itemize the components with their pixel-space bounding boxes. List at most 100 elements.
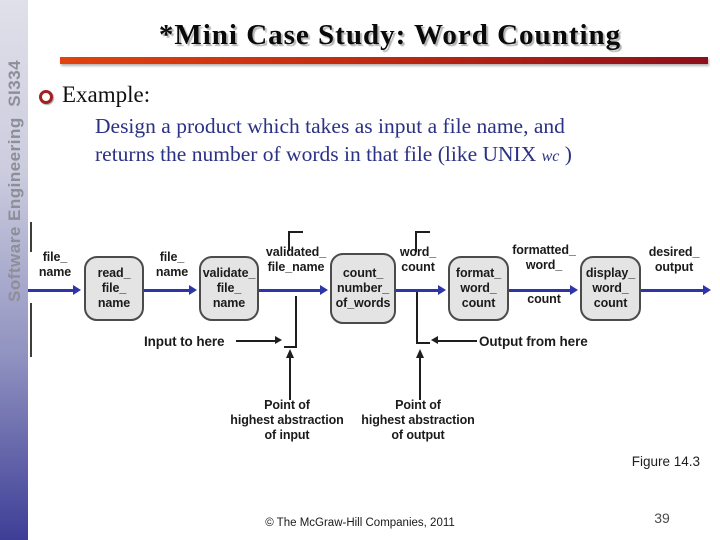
flow-label-validated-file-name: validated_ file_name (256, 245, 336, 275)
caption-text: Point of (264, 398, 310, 412)
flow-arrow-5 (509, 285, 578, 295)
box-text: of_words (335, 296, 391, 310)
label-text: validated_ (265, 245, 327, 259)
box-text: file_ (101, 281, 127, 295)
box-text: name (212, 296, 246, 310)
arrow-shaft (259, 289, 322, 292)
arrowhead-right-icon (189, 285, 197, 295)
box-text: number_ (336, 281, 390, 295)
arrowhead-up-icon (416, 349, 424, 358)
box-text: word_ (460, 281, 497, 295)
flow-arrow-1 (28, 285, 81, 295)
label-text: desired_ (648, 245, 700, 259)
output-pointer-label: Output from here (479, 334, 588, 349)
flow-label-formatted-word-count: formatted_ word_ count (510, 243, 578, 307)
arrow-shaft (144, 289, 191, 292)
label-text: count (527, 292, 561, 306)
arrowhead-right-icon (438, 285, 446, 295)
arrow-shaft (28, 289, 75, 292)
label-text: name (38, 265, 72, 279)
arrowhead-up-icon (286, 349, 294, 358)
course-code-vertical-text: Software Engineering SI334 (5, 59, 24, 302)
figure-crop-mark-top (30, 222, 32, 252)
flow-arrow-6 (641, 285, 711, 295)
flow-label-file-name-2: file_ name (148, 250, 196, 280)
box-text: count_ (342, 266, 384, 280)
arrow-shaft (641, 289, 705, 292)
arrowhead-right-icon (570, 285, 578, 295)
body-line-2: returns the number of words in that file… (95, 140, 670, 171)
label-text: word_ (525, 258, 563, 272)
label-text: file_ (42, 250, 68, 264)
body-line-1: Design a product which takes as input a … (95, 114, 565, 138)
input-abstraction-bracket-top (288, 231, 303, 251)
sidebar: Software Engineering SI334 (0, 0, 28, 540)
arrow-shaft (396, 289, 440, 292)
box-text: word_ (592, 281, 629, 295)
arrow-shaft (437, 339, 477, 342)
output-abstraction-bracket-top (415, 231, 430, 252)
flow-label-file-name-1: file_ name (31, 250, 79, 280)
label-text: name (155, 265, 189, 279)
box-text: validate_ (202, 266, 256, 280)
caption-text: of output (391, 428, 445, 442)
output-abstraction-caption: Point of highest abstraction of output (348, 398, 488, 443)
example-heading: Example: (62, 82, 151, 107)
caption-text: highest abstraction (361, 413, 475, 427)
process-box-format-word-count: format_ word_ count (448, 256, 509, 321)
arrowhead-right-icon (320, 285, 328, 295)
caption-text: Point of (395, 398, 441, 412)
flow-label-desired-output: desired_ output (644, 245, 704, 275)
input-abstraction-up-arrow (285, 349, 295, 400)
page-number: 39 (654, 510, 670, 526)
flow-label-word-count: word_ count (394, 245, 442, 275)
output-pointer-arrow (431, 336, 477, 345)
label-text: output (654, 260, 694, 274)
process-box-read-file-name: read_ file_ name (84, 256, 144, 321)
label-text: count (401, 260, 435, 274)
unix-wc-code: wc (541, 148, 560, 165)
caption-text: of input (264, 428, 310, 442)
process-box-display-word-count: display_ word_ count (580, 256, 641, 321)
box-text: file_ (216, 281, 242, 295)
arrowhead-right-icon (73, 285, 81, 295)
figure-crop-mark-bottom (30, 303, 32, 357)
box-text: name (97, 296, 131, 310)
arrowhead-right-icon (275, 336, 282, 344)
example-body: Design a product which takes as input a … (95, 112, 670, 171)
input-pointer-label: Input to here (144, 334, 225, 349)
box-text: format_ (455, 266, 502, 280)
arrow-shaft (509, 289, 572, 292)
copyright-footer: © The McGraw-Hill Companies, 2011 (265, 517, 455, 529)
process-box-count-number-of-words: count_ number_ of_words (330, 253, 396, 324)
box-text: display_ (585, 266, 636, 280)
page-title: *Mini Case Study: Word Counting (158, 19, 622, 51)
flow-arrow-2 (144, 285, 197, 295)
input-abstraction-caption: Point of highest abstraction of input (217, 398, 357, 443)
box-text: count (461, 296, 496, 310)
box-text: read_ (97, 266, 131, 280)
flow-arrow-3 (259, 285, 328, 295)
input-pointer-arrow (236, 336, 282, 345)
process-box-validate-file-name: validate_ file_ name (199, 256, 259, 321)
bullet-icon (39, 90, 53, 104)
output-abstraction-up-arrow (415, 349, 425, 400)
arrow-shaft (289, 357, 291, 400)
label-text: formatted_ (512, 243, 576, 257)
figure-caption: Figure 14.3 (631, 454, 700, 469)
label-text: file_ (159, 250, 185, 264)
flow-arrow-4 (396, 285, 446, 295)
title-accent-bar (60, 57, 708, 64)
label-text: file_name (267, 260, 325, 274)
arrow-shaft (236, 339, 276, 342)
input-abstraction-corner (284, 296, 297, 348)
caption-text: highest abstraction (230, 413, 344, 427)
arrowhead-right-icon (703, 285, 711, 295)
label-text: word_ (399, 245, 437, 259)
arrowhead-left-icon (431, 336, 438, 344)
arrow-shaft (419, 357, 421, 400)
body-line-2-text: returns the number of words in that file… (95, 142, 542, 166)
box-text: count (593, 296, 628, 310)
body-line-2-close: ) (559, 142, 572, 166)
